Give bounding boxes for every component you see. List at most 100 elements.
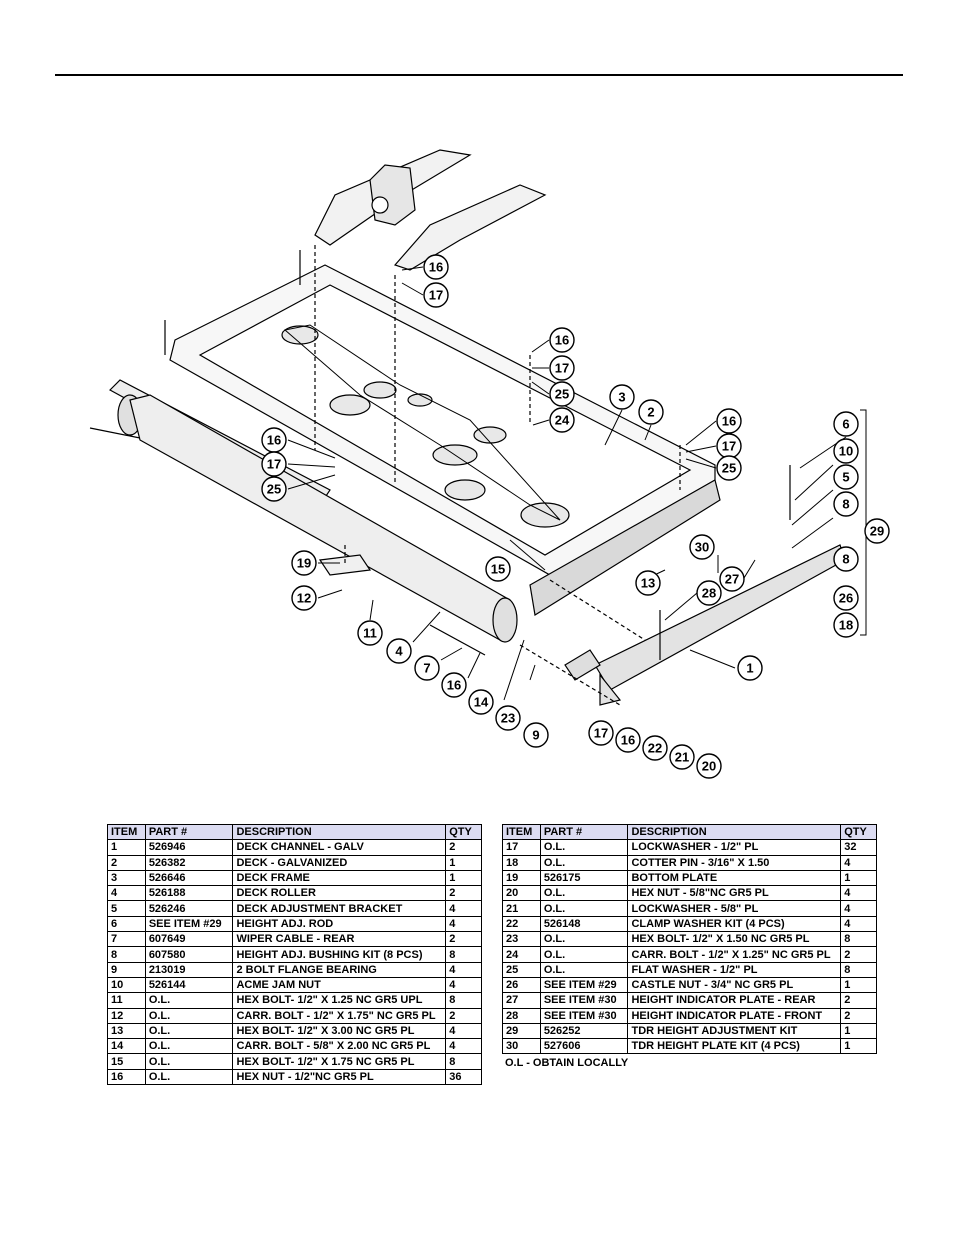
item-cell: 1: [107, 839, 146, 856]
header-qty: QTY: [445, 823, 482, 841]
svg-text:23: 23: [501, 711, 515, 726]
description-cell: DECK ROLLER: [232, 885, 447, 902]
description-cell: CARR. BOLT - 1/2" X 1.25" NC GR5 PL: [627, 946, 842, 963]
qty-cell: 4: [445, 976, 482, 994]
description-cell: CARR. BOLT - 5/8" X 2.00 NC GR5 PL: [232, 1038, 447, 1055]
qty-cell: 1: [445, 869, 482, 887]
callout-27: 27: [719, 566, 745, 592]
item-cell: 17: [502, 839, 541, 856]
svg-text:3: 3: [618, 390, 625, 405]
callout-8a: 8: [833, 491, 859, 517]
item-cell: 7: [107, 931, 146, 948]
svg-text:25: 25: [267, 482, 281, 497]
description-cell: HEIGHT ADJ. BUSHING KIT (8 PCS): [232, 946, 447, 963]
item-cell: 13: [107, 1022, 146, 1040]
part-number-cell: 526148: [539, 915, 629, 933]
part-number-cell: 527606: [539, 1038, 629, 1055]
description-cell: TDR HEIGHT PLATE KIT (4 PCS): [627, 1038, 842, 1055]
item-cell: 6: [107, 915, 146, 933]
callout-20: 20: [696, 753, 722, 779]
callout-13: 13: [635, 570, 661, 596]
svg-text:25: 25: [722, 461, 736, 476]
svg-text:28: 28: [702, 586, 716, 601]
svg-text:22: 22: [648, 741, 662, 756]
svg-text:4: 4: [395, 644, 403, 659]
qty-cell: 8: [445, 946, 482, 963]
callout-16b: 16: [549, 327, 575, 353]
qty-cell: 2: [445, 839, 482, 856]
callout-17d: 17: [261, 451, 287, 477]
item-cell: 14: [107, 1038, 146, 1055]
header-item: ITEM: [107, 823, 146, 841]
qty-cell: 4: [445, 1038, 482, 1055]
svg-text:13: 13: [641, 576, 655, 591]
qty-cell: 2: [445, 1007, 482, 1024]
part-number-cell: 526252: [539, 1022, 629, 1040]
description-cell: HEX BOLT- 1/2" X 1.25 NC GR5 UPL: [232, 992, 447, 1009]
qty-cell: 1: [840, 976, 877, 994]
part-number-cell: SEE ITEM #30: [539, 1007, 629, 1024]
callout-3: 3: [609, 384, 635, 410]
description-cell: LOCKWASHER - 1/2" PL: [627, 839, 842, 856]
part-number-cell: 526382: [144, 854, 234, 871]
part-number-cell: O.L.: [539, 961, 629, 978]
deck-channel-front: [529, 479, 721, 616]
description-cell: HEX NUT - 5/8"NC GR5 PL: [627, 885, 842, 902]
item-cell: 27: [502, 992, 541, 1009]
callout-17c: 17: [716, 433, 742, 459]
table-header-row: ITEM PART # DESCRIPTION QTY: [502, 823, 877, 841]
svg-text:16: 16: [267, 433, 281, 448]
svg-text:18: 18: [839, 618, 853, 633]
part-number-cell: O.L.: [144, 1068, 234, 1086]
item-cell: 25: [502, 961, 541, 978]
part-number-cell: O.L.: [539, 885, 629, 902]
part-number-cell: O.L.: [539, 854, 629, 871]
svg-text:19: 19: [297, 556, 311, 571]
description-cell: HEX BOLT- 1/2" X 3.00 NC GR5 PL: [232, 1022, 447, 1040]
callout-17a: 17: [423, 282, 449, 308]
qty-cell: 4: [445, 1022, 482, 1040]
part-number-cell: O.L.: [539, 931, 629, 948]
svg-text:8: 8: [842, 497, 849, 512]
deck-channel-right: [594, 544, 846, 691]
qty-cell: 4: [840, 854, 877, 871]
description-cell: BOTTOM PLATE: [627, 869, 842, 887]
svg-text:30: 30: [695, 540, 709, 555]
callout-1: 1: [737, 655, 763, 681]
top-rule: [55, 74, 903, 76]
header-part: PART #: [539, 823, 629, 841]
svg-text:15: 15: [491, 562, 505, 577]
svg-text:26: 26: [839, 591, 853, 606]
item-cell: 11: [107, 992, 146, 1009]
bottom-plate: [318, 554, 372, 576]
qty-cell: 2: [840, 1007, 877, 1024]
svg-text:8: 8: [842, 552, 849, 567]
callout-22: 22: [642, 735, 668, 761]
description-cell: FLAT WASHER - 1/2" PL: [627, 961, 842, 978]
part-number-cell: O.L.: [144, 992, 234, 1009]
item-cell: 12: [107, 1007, 146, 1024]
svg-text:12: 12: [297, 591, 311, 606]
callout-25c: 25: [261, 476, 287, 502]
svg-text:1: 1: [746, 661, 753, 676]
part-number-cell: SEE ITEM #29: [144, 915, 234, 933]
part-number-cell: 607580: [144, 946, 234, 963]
item-cell: 23: [502, 931, 541, 948]
svg-text:16: 16: [429, 260, 443, 275]
